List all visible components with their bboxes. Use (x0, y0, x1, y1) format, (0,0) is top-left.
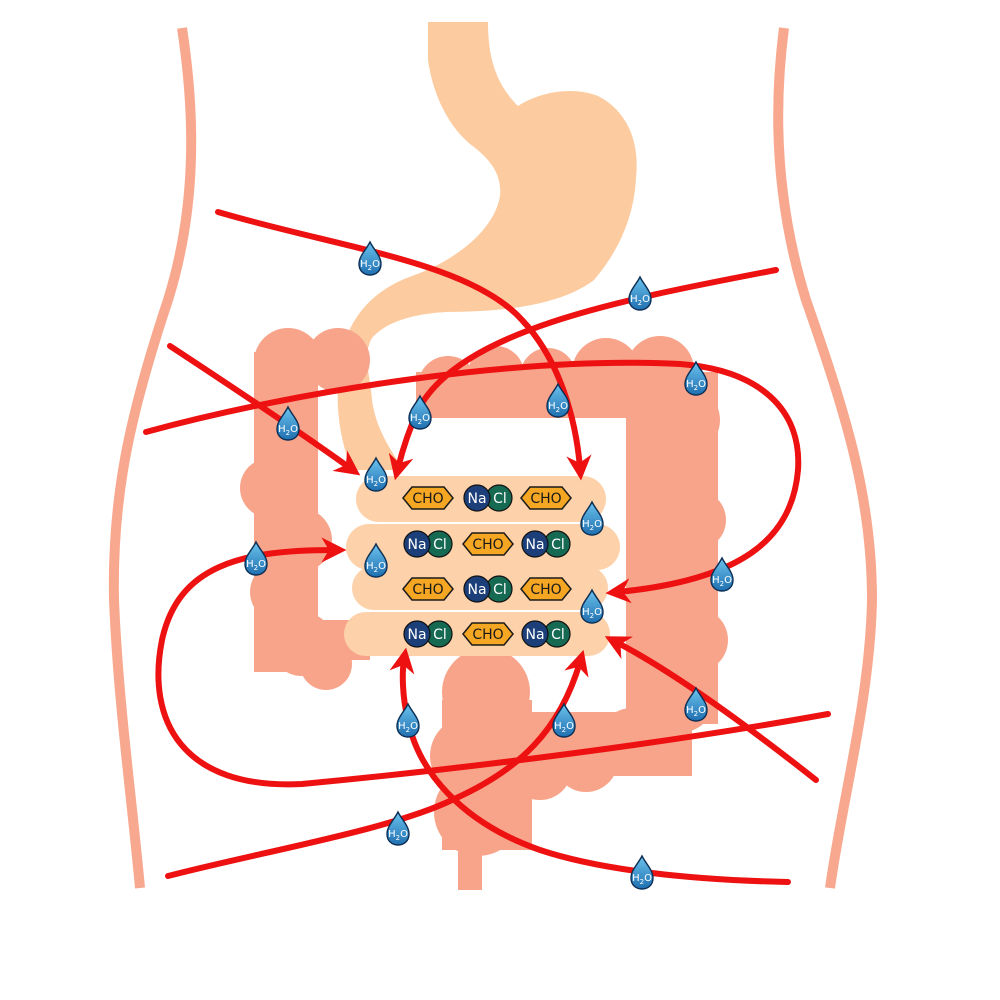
flow-arrow (155, 537, 831, 788)
sodium-chloride-molecule: Na Cl (403, 620, 453, 648)
body-outline-left (108, 27, 197, 889)
carb-label: CHO (412, 582, 443, 598)
water-label: H2O (360, 259, 380, 272)
carb-label: CHO (530, 582, 561, 598)
water-label: H2O (246, 559, 266, 572)
water-label: H2O (686, 705, 706, 718)
water-label: H2O (278, 424, 298, 437)
water-drop-icon: H2O (684, 361, 708, 396)
water-label: H2O (366, 475, 386, 488)
water-label: H2O (630, 294, 650, 307)
sodium-label: Na (467, 582, 486, 598)
body-outline-right (773, 27, 878, 889)
sodium-label: Na (525, 537, 544, 553)
stomach (337, 22, 637, 470)
sodium-chloride-molecule: Na Cl (463, 484, 513, 512)
water-label: H2O (548, 401, 568, 414)
water-drop-icon: H2O (710, 557, 734, 592)
sodium-chloride-molecule: Na Cl (521, 530, 571, 558)
chloride-label: Cl (493, 491, 507, 507)
chloride-label: Cl (551, 627, 565, 643)
water-label: H2O (554, 721, 574, 734)
water-label: H2O (398, 721, 418, 734)
water-label: H2O (712, 575, 732, 588)
water-drop-icon: H2O (364, 457, 388, 492)
carbohydrate-molecule: CHO (520, 577, 572, 601)
carb-label: CHO (472, 537, 503, 553)
water-label: H2O (582, 519, 602, 532)
water-drop-icon: H2O (386, 811, 410, 846)
sodium-label: Na (407, 537, 426, 553)
flow-arrow (604, 636, 819, 783)
flow-arrow (167, 343, 361, 476)
chloride-label: Cl (551, 537, 565, 553)
carb-label: CHO (472, 627, 503, 643)
water-drop-icon: H2O (628, 276, 652, 311)
chloride-label: Cl (493, 582, 507, 598)
water-drop-icon: H2O (546, 383, 570, 418)
water-drop-icon: H2O (244, 541, 268, 576)
water-flow-arrows (143, 209, 831, 885)
flow-arrow (143, 359, 802, 604)
carbohydrate-molecule: CHO (462, 532, 514, 556)
flow-arrow (388, 267, 779, 481)
water-label: H2O (388, 829, 408, 842)
carbohydrate-molecule: CHO (520, 486, 572, 510)
water-drop-icon: H2O (684, 687, 708, 722)
flow-arrow (165, 649, 589, 879)
water-drop-icon: H2O (630, 855, 654, 890)
water-drop-icon: H2O (580, 501, 604, 536)
water-drop-icon: H2O (358, 241, 382, 276)
water-label: H2O (632, 873, 652, 886)
sodium-chloride-molecule: Na Cl (403, 530, 453, 558)
water-drop-icon: H2O (552, 703, 576, 738)
carbohydrate-molecule: CHO (462, 622, 514, 646)
water-drop-icon: H2O (364, 543, 388, 578)
water-drop-icon: H2O (580, 589, 604, 624)
water-drop-icon: H2O (408, 395, 432, 430)
carb-label: CHO (530, 491, 561, 507)
chloride-label: Cl (433, 627, 447, 643)
water-label: H2O (410, 413, 430, 426)
sodium-chloride-molecule: Na Cl (463, 575, 513, 603)
sodium-label: Na (407, 627, 426, 643)
sodium-chloride-molecule: Na Cl (521, 620, 571, 648)
water-drop-icon: H2O (276, 406, 300, 441)
sodium-label: Na (525, 627, 544, 643)
water-drops: H2O H2O H2O H2O H2O H2O H2O H2O H2O H2O H2O H2O H2O H… (244, 241, 734, 890)
water-label: H2O (582, 607, 602, 620)
water-label: H2O (686, 379, 706, 392)
sodium-label: Na (467, 491, 486, 507)
carbohydrate-molecule: CHO (402, 577, 454, 601)
water-label: H2O (366, 561, 386, 574)
flow-arrow (389, 647, 791, 885)
carb-label: CHO (412, 491, 443, 507)
water-drop-icon: H2O (396, 703, 420, 738)
chloride-label: Cl (433, 537, 447, 553)
flow-arrow (215, 209, 592, 481)
carbohydrate-molecule: CHO (402, 486, 454, 510)
